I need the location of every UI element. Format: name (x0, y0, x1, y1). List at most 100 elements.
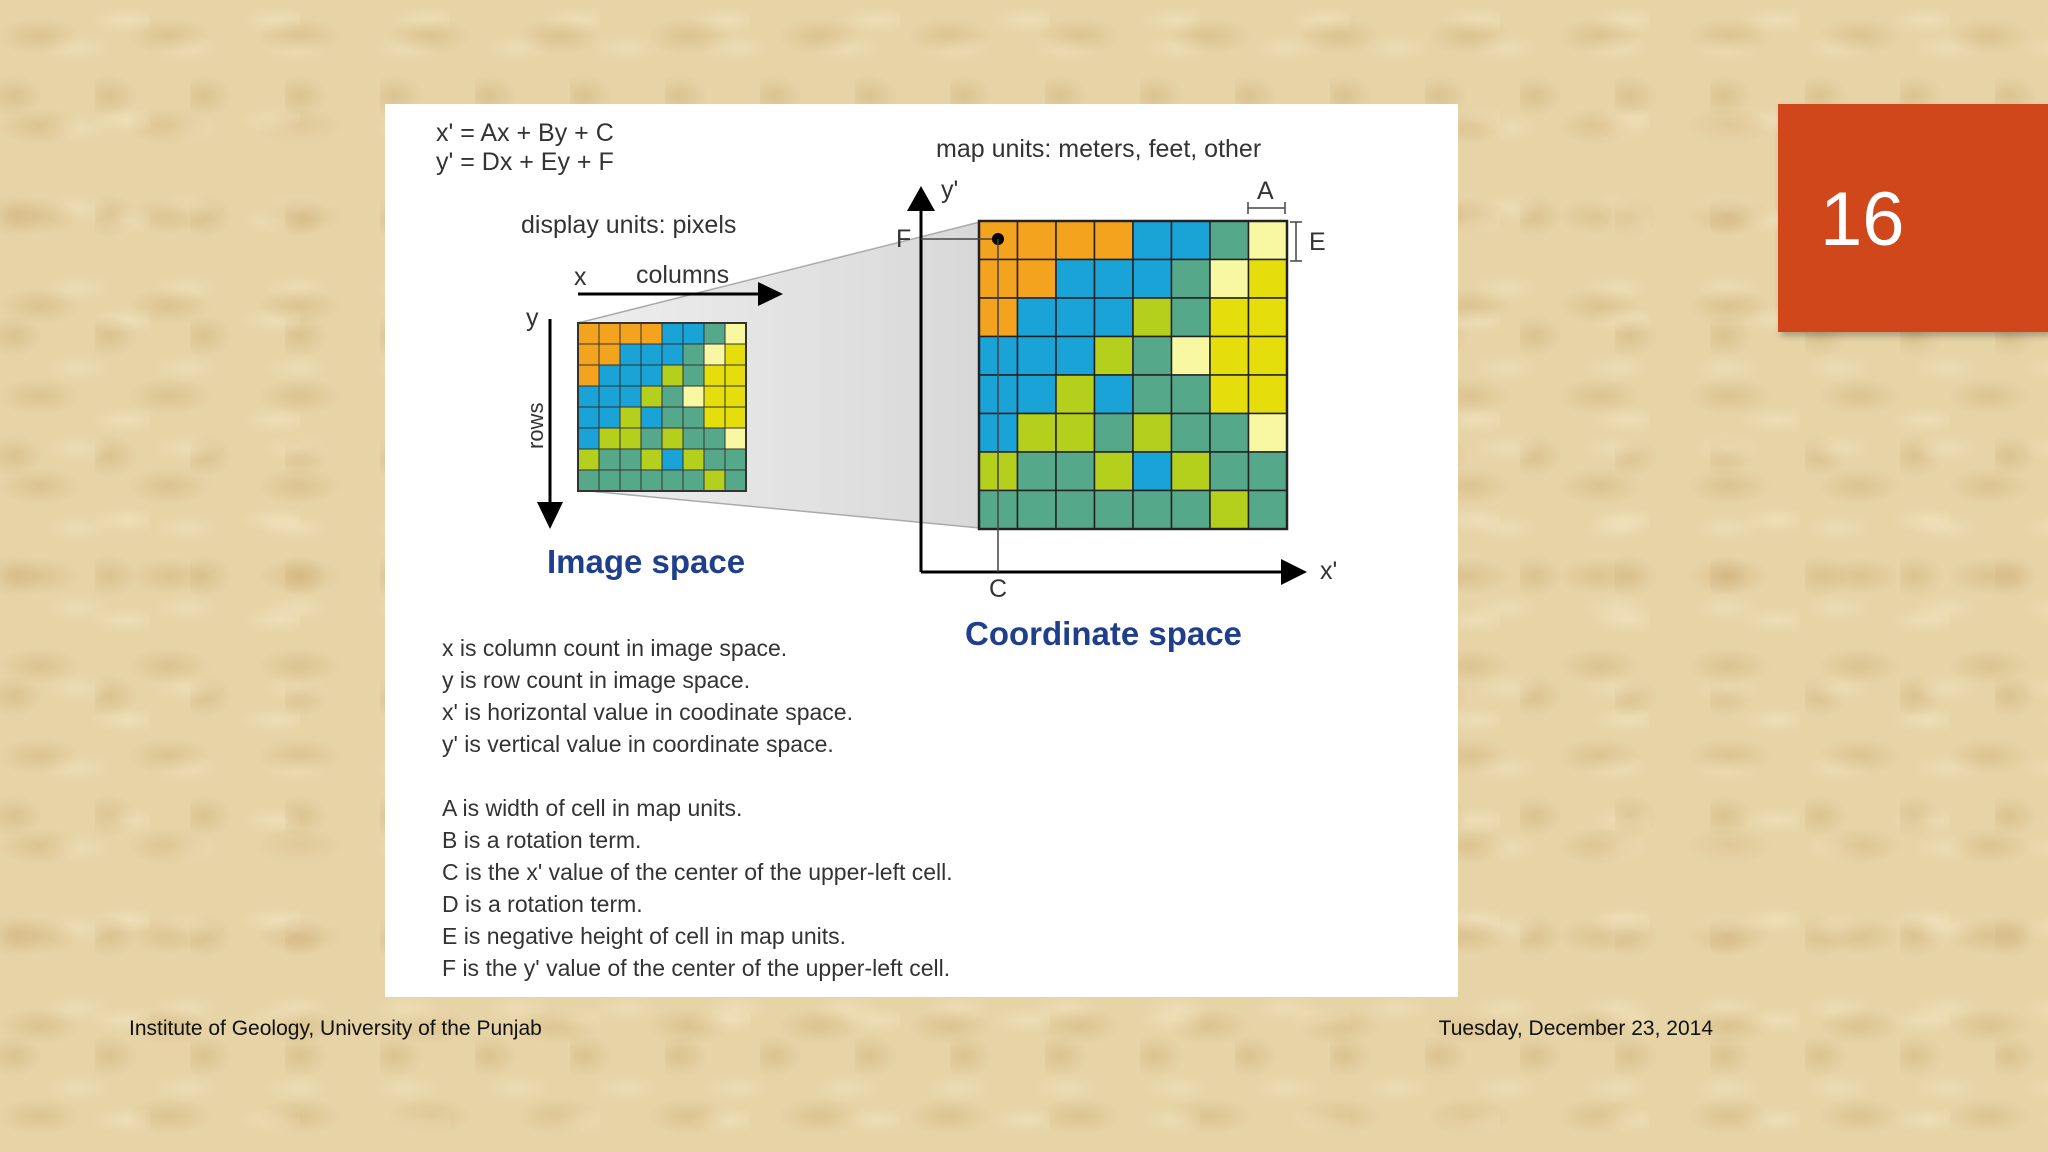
grid-cell (724, 364, 747, 387)
grid-cell (1170, 451, 1211, 492)
grid-cell (640, 364, 663, 387)
grid-cell (1247, 220, 1288, 261)
grid-cell (598, 448, 621, 471)
grid-cell (619, 427, 642, 450)
definition-f: F is the y' value of the center of the u… (442, 955, 951, 981)
grid-cell (1132, 335, 1173, 376)
grid-cell (1247, 489, 1288, 530)
label-a: A (1257, 177, 1274, 205)
grid-cell (1132, 220, 1173, 261)
grid-cell (1016, 412, 1057, 453)
grid-cell (703, 322, 726, 345)
page-number-badge: 16 (1778, 104, 2048, 332)
image-space-grid (577, 322, 747, 492)
grid-cell (703, 343, 726, 366)
grid-cell (682, 322, 705, 345)
grid-cell (619, 448, 642, 471)
grid-cell (661, 469, 684, 492)
y-axis-label: y (526, 304, 539, 332)
grid-cell (598, 343, 621, 366)
grid-cell (1055, 451, 1096, 492)
y-prime-arrowhead (907, 186, 935, 211)
grid-cell (1093, 374, 1134, 415)
grid-cell (1132, 374, 1173, 415)
grid-cell (1209, 335, 1250, 376)
grid-cell (703, 427, 726, 450)
grid-cell (640, 322, 663, 345)
image-space-title: Image space (547, 543, 745, 580)
grid-cell (1016, 489, 1057, 530)
y-prime-label: y' (941, 176, 958, 204)
grid-cell (661, 364, 684, 387)
grid-cell (1093, 297, 1134, 338)
grid-cell (703, 385, 726, 408)
grid-cell (598, 385, 621, 408)
grid-cell (1132, 258, 1173, 299)
grid-cell (1055, 335, 1096, 376)
grid-cell (1170, 297, 1211, 338)
equation-x-prime: x' = Ax + By + C (436, 119, 614, 147)
grid-cell (1093, 451, 1134, 492)
rows-label: rows (523, 403, 548, 449)
grid-cell (1093, 258, 1134, 299)
grid-cell (703, 448, 726, 471)
grid-cell (703, 364, 726, 387)
grid-cell (1093, 220, 1134, 261)
diagram-svg: x' = Ax + By + C y' = Dx + Ey + F displa… (436, 119, 1337, 652)
grid-cell (1016, 297, 1057, 338)
definition-x: x is column count in image space. (442, 635, 788, 661)
grid-cell (1247, 451, 1288, 492)
footer-institution: Institute of Geology, University of the … (129, 1017, 542, 1040)
grid-cell (1170, 412, 1211, 453)
grid-cell (1209, 451, 1250, 492)
grid-cell (577, 364, 600, 387)
grid-cell (1055, 374, 1096, 415)
grid-cell (661, 322, 684, 345)
definition-d: D is a rotation term. (442, 891, 643, 917)
grid-cell (1170, 335, 1211, 376)
grid-cell (1132, 297, 1173, 338)
grid-cell (724, 322, 747, 345)
grid-cell (1093, 335, 1134, 376)
grid-cell (598, 427, 621, 450)
projection-edge-bottom (577, 489, 981, 529)
grid-cell (1055, 297, 1096, 338)
grid-cell (598, 469, 621, 492)
grid-cell (577, 343, 600, 366)
definition-a: A is width of cell in map units. (442, 795, 743, 821)
grid-cell (1209, 297, 1250, 338)
definition-y-prime: y' is vertical value in coordinate space… (442, 731, 834, 757)
grid-cell (1132, 412, 1173, 453)
grid-cell (1170, 258, 1211, 299)
grid-cell (619, 364, 642, 387)
grid-cell (1016, 374, 1057, 415)
grid-cell (1093, 412, 1134, 453)
definition-y: y is row count in image space. (442, 667, 751, 693)
grid-cell (682, 343, 705, 366)
grid-cell (682, 427, 705, 450)
grid-cell (682, 406, 705, 429)
grid-cell (724, 427, 747, 450)
x-prime-label: x' (1320, 557, 1337, 585)
grid-cell (703, 469, 726, 492)
grid-cell (1016, 220, 1057, 261)
grid-cell (724, 385, 747, 408)
grid-cell (640, 343, 663, 366)
coordinate-space-grid (977, 219, 1289, 531)
grid-cell (1055, 220, 1096, 261)
grid-cell (1247, 258, 1288, 299)
grid-cell (640, 448, 663, 471)
definition-c: C is the x' value of the center of the u… (442, 859, 953, 885)
grid-cell (661, 385, 684, 408)
grid-cell (577, 385, 600, 408)
grid-cell (577, 427, 600, 450)
grid-border (977, 219, 1289, 531)
footer-date: Tuesday, December 23, 2014 (1438, 1017, 1713, 1040)
grid-cell (724, 469, 747, 492)
grid-cell (682, 385, 705, 408)
grid-cell (724, 406, 747, 429)
grid-cell (682, 364, 705, 387)
grid-cell (1209, 489, 1250, 530)
grid-cell (1209, 412, 1250, 453)
grid-cell (577, 406, 600, 429)
